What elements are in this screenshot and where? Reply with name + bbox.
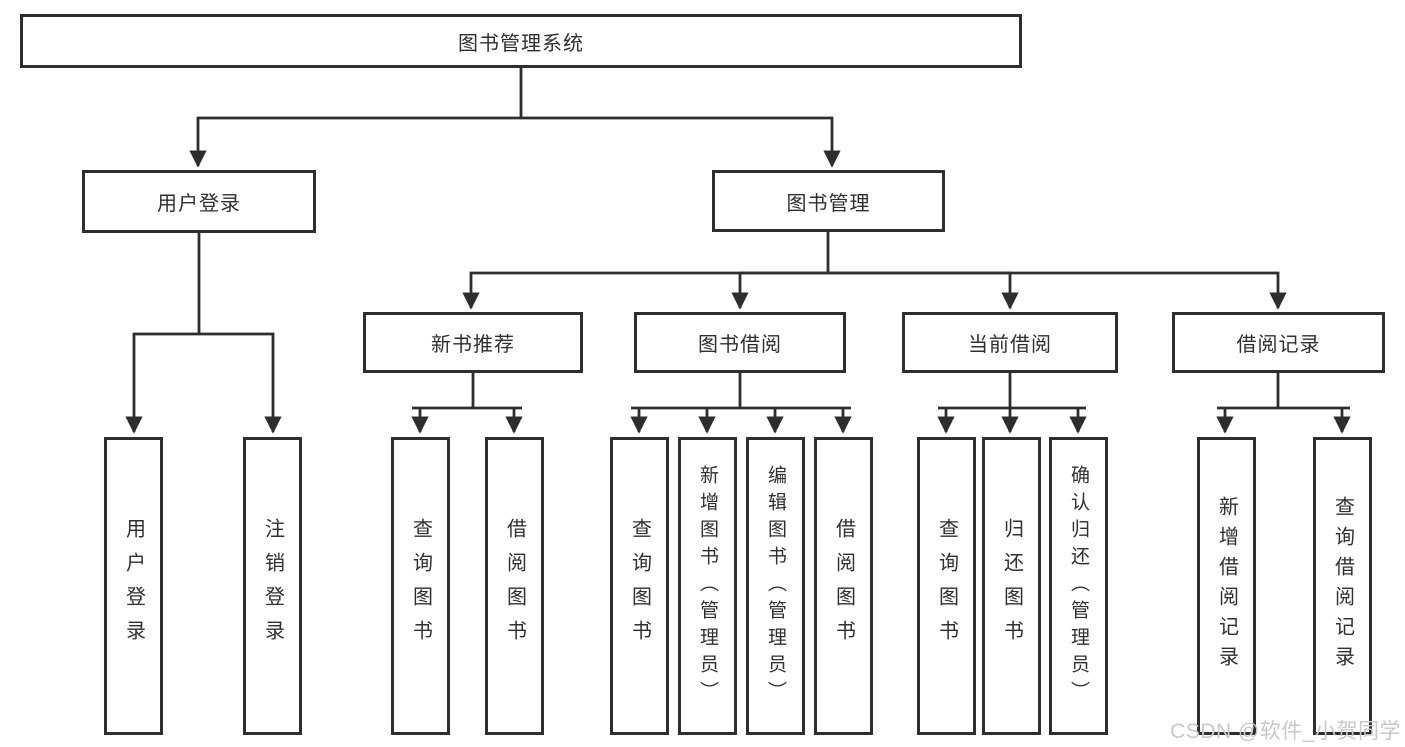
- leaf-return-book: 归还图书: [982, 437, 1041, 735]
- leaf-query-books-3: 查询图书: [917, 437, 976, 735]
- leaf-add-borrow-record: 新增借阅记录: [1197, 437, 1256, 735]
- node-user-login: 用户登录: [82, 170, 316, 233]
- leaf-add-book-admin: 新增图书（管理员）: [678, 437, 737, 735]
- csdn-watermark: CSDN @软件_小贺同学: [1170, 720, 1401, 743]
- leaf-query-books-1: 查询图书: [391, 437, 450, 735]
- leaf-confirm-return-admin: 确认归还（管理员）: [1049, 437, 1108, 735]
- node-current-borrow: 当前借阅: [902, 312, 1118, 373]
- node-borrow-records: 借阅记录: [1172, 312, 1385, 373]
- leaf-user-login: 用户登录: [104, 437, 163, 735]
- leaf-query-borrow-record: 查询借阅记录: [1313, 437, 1372, 735]
- node-root: 图书管理系统: [20, 14, 1022, 68]
- leaf-edit-book-admin: 编辑图书（管理员）: [746, 437, 805, 735]
- node-book-management: 图书管理: [712, 170, 945, 232]
- leaf-borrow-books-2: 借阅图书: [814, 437, 873, 735]
- node-new-book-recommend: 新书推荐: [363, 312, 583, 373]
- leaf-logout: 注销登录: [243, 437, 302, 735]
- leaf-borrow-books-1: 借阅图书: [485, 437, 544, 735]
- leaf-query-books-2: 查询图书: [610, 437, 669, 735]
- node-book-borrow: 图书借阅: [634, 312, 846, 373]
